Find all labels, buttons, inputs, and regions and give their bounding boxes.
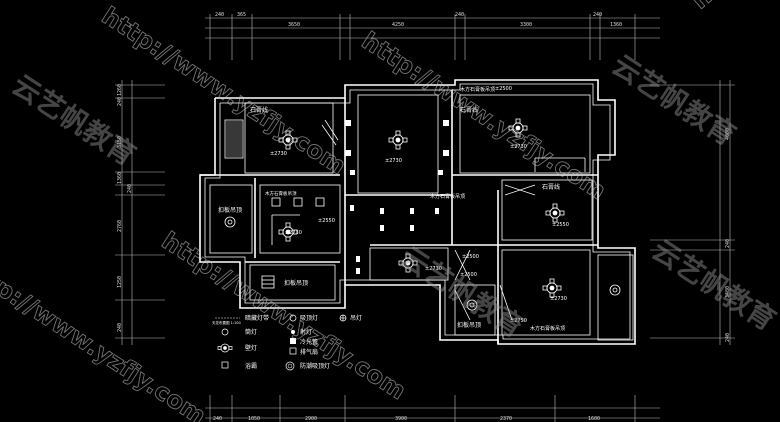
dim-right-2: 3480 <box>725 286 731 298</box>
dim-left-7: 240 <box>117 323 123 332</box>
dim-bottom-3: 3900 <box>395 416 407 422</box>
level-mark: ±2500 <box>462 254 479 260</box>
dim-left-4: 240 <box>127 184 133 193</box>
dim-top-7: 1360 <box>610 22 622 28</box>
watermark-brand: 云艺帆教育 <box>6 68 141 172</box>
grille-icon <box>261 275 275 289</box>
ceiling-outlines <box>209 94 634 341</box>
dimension-lines-top: 240 365 3650 4250 240 3300 240 1360 <box>205 12 660 60</box>
legend-strip: 暗藏灯带 <box>245 314 269 322</box>
dimension-lines-right: 4000 240 3480 240 <box>650 80 735 345</box>
legend-grille: 排气扇 <box>300 348 318 356</box>
legend: 天花布置图 1:100 暗藏灯带 吸顶灯 吊灯 筒灯 射灯 壁灯 冷光管 排气扇… <box>212 314 362 371</box>
pendant-icon <box>398 253 418 273</box>
dim-left-2: 3150 <box>117 136 123 148</box>
legend-spot: 射灯 <box>300 328 312 336</box>
legend-cold-cathode: 冷光管 <box>300 338 318 346</box>
dimension-lines-left: 1260 240 3150 1360 240 2760 1250 240 <box>115 80 165 345</box>
pendant-icon <box>508 118 528 138</box>
dim-top-5: 3300 <box>520 22 532 28</box>
pendant-icon <box>278 130 298 150</box>
dim-left-6: 1250 <box>117 276 123 288</box>
room-label-gypsum-right: 石膏线 <box>460 106 478 114</box>
legend-fan-lamp: 浴霸 <box>245 362 257 370</box>
legend-ceiling-lamp: 吸顶灯 <box>300 314 318 322</box>
dim-bottom-0: 240 <box>213 416 222 422</box>
level-mark: ±2730 <box>550 296 567 302</box>
room-label-gypsum-br: 石膏线 <box>542 183 560 191</box>
pendant-icon <box>388 130 408 150</box>
dim-bottom-1: 1050 <box>248 416 260 422</box>
legend-down-light: 筒灯 <box>245 328 257 336</box>
dim-top-4: 240 <box>455 12 464 18</box>
level-mark: ±2730 <box>385 158 402 164</box>
watermark-brand: 云艺帆教育 <box>606 48 741 152</box>
pendant-icons <box>224 118 621 311</box>
dim-left-0: 1260 <box>117 84 123 96</box>
level-mark: ±2550 <box>552 222 569 228</box>
watermark-brand: 云艺帆教育 <box>646 233 780 337</box>
pendant-icon <box>545 203 565 223</box>
level-marks: ±2730 ±2730 ±2730 ±2550 ±2500 ±2730 ±273… <box>270 86 569 324</box>
dim-top-1: 365 <box>237 12 246 18</box>
room-label-gypsum-left: 石膏线 <box>250 106 268 114</box>
dim-bottom-5: 1600 <box>588 416 600 422</box>
level-mark: ±2730 <box>425 266 442 272</box>
room-label-buckle-left: 扣板吊顶 <box>218 206 242 214</box>
level-mark: ±2500 <box>460 272 477 278</box>
ceiling-lamp-icon <box>609 284 621 296</box>
level-mark: ±2730 <box>270 151 287 157</box>
dim-bottom-4: 2370 <box>500 416 512 422</box>
fan-lamp-icon <box>293 197 303 207</box>
dim-bottom-2: 2900 <box>305 416 317 422</box>
dim-right-1: 240 <box>725 239 731 248</box>
dim-left-3: 1360 <box>117 172 123 184</box>
dim-left-1: 240 <box>117 97 123 106</box>
legend-caption: 天花布置图 1:100 <box>212 320 241 325</box>
dim-top-0: 240 <box>215 12 224 18</box>
watermark-url: http://www.yzfjy.com <box>0 252 211 422</box>
fan-lamp-icon <box>315 197 325 207</box>
dimension-lines-bottom: 240 1050 2900 3900 2370 1600 <box>205 395 660 422</box>
fan-lamp-icon <box>271 197 281 207</box>
level-mark: ±2750 <box>510 318 527 324</box>
level-mark: ±2550 <box>318 218 335 224</box>
dim-right-0: 4000 <box>725 128 731 140</box>
legend-moisture: 防潮吸顶灯 <box>300 362 330 370</box>
dim-top-6: 240 <box>593 12 602 18</box>
room-label-wood-top: 木方石膏板吊顶 <box>460 86 495 93</box>
legend-pendant: 吊灯 <box>350 314 362 322</box>
room-label-buckle-br: 扣板吊顶 <box>457 321 481 329</box>
dim-left-5: 2760 <box>117 220 123 232</box>
dim-top-2: 3650 <box>288 22 300 28</box>
room-label-wood-bottom: 木方石膏板吊顶 <box>530 325 565 332</box>
room-label-buckle-mid: 扣板吊顶 <box>284 279 308 287</box>
walls <box>199 79 636 345</box>
dim-right-3: 240 <box>725 333 731 342</box>
pendant-icon <box>542 278 562 298</box>
level-mark: ±2500 <box>495 86 512 92</box>
room-label-wood-mid: 木方石膏板吊顶 <box>430 193 465 200</box>
watermark-url: http://www.yzfjy.com <box>686 0 780 15</box>
dim-top-3: 4250 <box>392 22 404 28</box>
level-mark: ±2730 <box>285 230 302 236</box>
ceiling-lamp-icon <box>224 216 236 228</box>
legend-wall: 壁灯 <box>245 344 257 352</box>
ceiling-lamp-icon <box>466 299 478 311</box>
pendant-icon <box>278 222 298 242</box>
watermark-url: http://www.yzfjy.com <box>357 27 611 206</box>
level-mark: ±2730 <box>510 144 527 150</box>
room-labels: 石膏线 木方石膏板吊顶 石膏线 木方石膏板吊顶 木方石膏板吊顶 扣板吊顶 扣板吊… <box>218 86 565 332</box>
room-label-wood-left: 木方石膏板吊顶 <box>265 190 297 197</box>
